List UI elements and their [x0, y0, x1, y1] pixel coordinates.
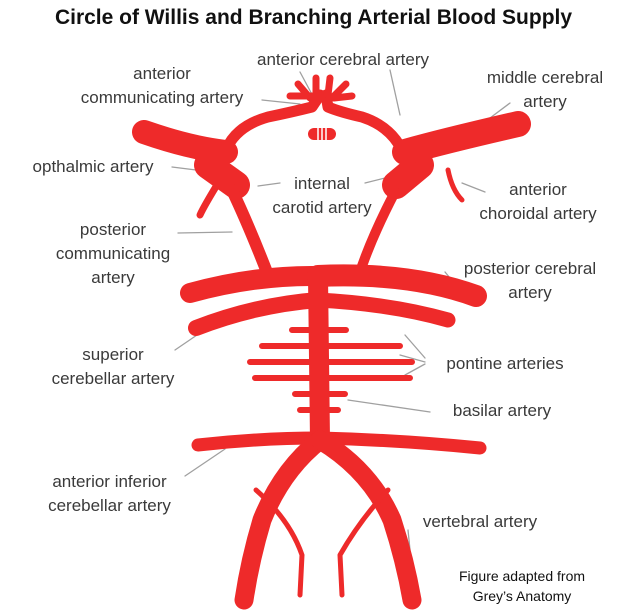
internal-carotid-right — [396, 165, 420, 185]
label-opthalmic-artery: opthalmic artery — [8, 155, 178, 179]
label-posterior-communicating-artery: posterior communicating artery — [48, 218, 178, 290]
figure-credit: Figure adapted from Grey’s Anatomy — [437, 566, 607, 606]
label-line: artery — [470, 90, 620, 114]
label-line: posterior cerebral — [440, 257, 620, 281]
label-superior-cerebellar-artery: superior cerebellar artery — [28, 343, 198, 391]
label-line: basilar artery — [432, 399, 572, 423]
label-anterior-choroidal-artery: anterior choroidal artery — [458, 178, 618, 226]
label-pontine-arteries: pontine arteries — [420, 352, 590, 376]
label-anterior-cerebral-artery: anterior cerebral artery — [228, 48, 458, 72]
credit-line: Figure adapted from — [437, 566, 607, 586]
label-line: carotid artery — [252, 196, 392, 220]
label-posterior-cerebral-artery: posterior cerebral artery — [440, 257, 620, 305]
middle-cerebral-artery-right — [405, 124, 518, 152]
label-line: pontine arteries — [420, 352, 590, 376]
superior-cerebellar-left — [196, 300, 318, 328]
label-line: superior — [28, 343, 198, 367]
label-line: communicating — [48, 242, 178, 266]
label-basilar-artery: basilar artery — [432, 399, 572, 423]
label-middle-cerebral-artery: middle cerebral artery — [470, 66, 620, 114]
label-line: anterior cerebral artery — [228, 48, 458, 72]
label-line: communicating artery — [52, 86, 272, 110]
label-line: artery — [48, 266, 178, 290]
label-line: anterior — [458, 178, 618, 202]
label-internal-carotid-artery: internal carotid artery — [252, 172, 392, 220]
opthalmic-artery — [200, 180, 220, 215]
label-line: internal — [252, 172, 392, 196]
label-line: posterior — [48, 218, 178, 242]
basilar-artery — [318, 276, 320, 440]
label-line: middle cerebral — [470, 66, 620, 90]
label-line: anterior inferior — [22, 470, 197, 494]
posterior-cerebral-left — [190, 276, 318, 293]
label-line: vertebral artery — [405, 510, 555, 534]
label-line: artery — [440, 281, 620, 305]
label-line: choroidal artery — [458, 202, 618, 226]
label-line: cerebellar artery — [22, 494, 197, 518]
credit-line: Grey’s Anatomy — [437, 586, 607, 606]
label-anterior-inferior-cerebellar-artery: anterior inferior cerebellar artery — [22, 470, 197, 518]
pontine-arteries — [250, 330, 412, 410]
label-line: opthalmic artery — [8, 155, 178, 179]
label-line: cerebellar artery — [28, 367, 198, 391]
superior-cerebellar-right — [318, 300, 448, 320]
middle-cerebral-artery-left — [144, 132, 226, 152]
label-vertebral-artery: vertebral artery — [405, 510, 555, 534]
anterior-cerebral-artery-right — [326, 95, 402, 150]
